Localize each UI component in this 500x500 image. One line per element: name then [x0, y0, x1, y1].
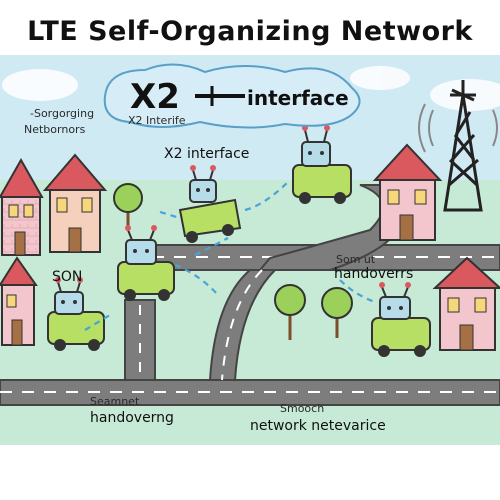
bottom-left-line2: handoverng	[90, 410, 174, 426]
car-robot-icon	[178, 165, 242, 243]
x2-interface-label: X2 interface	[164, 146, 249, 162]
house-icon	[0, 157, 44, 256]
car-robot-icon	[117, 225, 175, 301]
house-icon	[0, 256, 38, 346]
bottom-left-line1: Seamnet	[90, 395, 140, 408]
under-cloud-label: X2 Interife	[128, 114, 186, 127]
tree-icon	[274, 284, 306, 340]
x2-interface-cloud: X2 interface	[103, 63, 361, 129]
page-title: LTE Self-Organizing Network	[27, 16, 473, 47]
handovers-line1: Som ut	[336, 253, 376, 266]
interface-label: interface	[247, 86, 349, 110]
handovers-line2: handoverrs	[334, 266, 413, 282]
signal-waves-icon	[418, 103, 498, 153]
x2-label: X2	[130, 77, 180, 117]
bottom-center-line2: network netevarice	[250, 418, 386, 434]
signal-paths	[84, 179, 376, 331]
house-icon	[42, 153, 108, 253]
tree-icon	[321, 287, 353, 338]
car-robot-icon	[371, 282, 431, 357]
tree-icon	[113, 183, 143, 228]
house-icon	[432, 256, 500, 351]
cell-tower-icon	[443, 80, 483, 212]
house-icon	[372, 143, 443, 241]
son-label: SON	[52, 269, 82, 285]
road-network	[0, 184, 500, 406]
car-robot-icon	[47, 277, 105, 351]
bottom-center-line1: Smooch	[280, 402, 324, 415]
car-robot-icon	[292, 125, 352, 204]
small-label-line1: -Sorgorging	[30, 107, 94, 120]
clouds	[2, 66, 500, 111]
small-label-line2: Netbornors	[24, 123, 86, 136]
